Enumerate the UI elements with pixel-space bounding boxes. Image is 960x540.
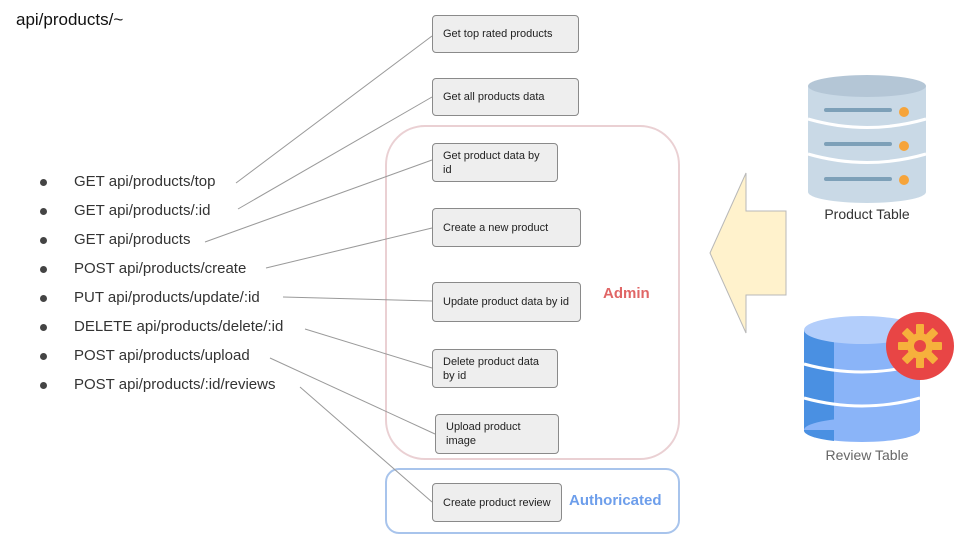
admin-group (385, 125, 680, 460)
action-box-top-rated: Get top rated products (432, 15, 579, 53)
action-box-delete-product: Delete product data by id (432, 349, 558, 388)
endpoint-item: GET api/products/:id (40, 199, 283, 228)
endpoint-item: POST api/products/:id/reviews (40, 373, 283, 402)
endpoint-label: POST api/products/create (74, 260, 247, 277)
endpoint-label: GET api/products/top (74, 173, 216, 190)
bullet (40, 353, 47, 360)
auth-group-label: Authoricated (569, 492, 662, 509)
bullet (40, 324, 47, 331)
inbound-arrow-icon (709, 172, 787, 334)
connector-all-to-by-id (204, 159, 433, 243)
authenticated-group (385, 468, 680, 534)
endpoint-item: DELETE api/products/delete/:id (40, 315, 283, 344)
product-table-label: Product Table (824, 206, 910, 222)
endpoint-item: POST api/products/upload (40, 344, 283, 373)
page-title: api/products/~ (16, 10, 124, 29)
endpoint-list: GET api/products/top GET api/products/:i… (40, 170, 283, 402)
endpoint-item: GET api/products/top (40, 170, 283, 199)
connector-update (282, 296, 433, 302)
endpoint-label: PUT api/products/update/:id (74, 289, 260, 306)
bullet (40, 382, 47, 389)
gear-icon (886, 312, 954, 380)
connector-review (299, 386, 433, 503)
action-box-create-product: Create a new product (432, 208, 581, 247)
endpoint-label: GET api/products/:id (74, 202, 211, 219)
endpoint-item: POST api/products/create (40, 257, 283, 286)
connector-top-rated (235, 35, 433, 184)
admin-group-label: Admin (603, 285, 650, 302)
connector-upload (269, 357, 436, 435)
bullet (40, 237, 47, 244)
endpoint-item: PUT api/products/update/:id (40, 286, 283, 315)
review-database-icon (803, 312, 954, 442)
review-table-label: Review Table (825, 447, 909, 463)
action-box-all-products: Get all products data (432, 78, 579, 116)
product-database-icon (807, 75, 927, 203)
bullet (40, 208, 47, 215)
connector-create (265, 227, 433, 269)
endpoint-label: POST api/products/upload (74, 347, 250, 364)
connector-by-id-to-all (237, 96, 433, 210)
action-box-create-review: Create product review (432, 483, 562, 522)
connector-delete (304, 328, 433, 369)
bullet (40, 179, 47, 186)
endpoint-label: DELETE api/products/delete/:id (74, 318, 284, 335)
action-box-upload-image: Upload product image (435, 414, 559, 454)
endpoint-label: GET api/products (74, 231, 191, 248)
endpoint-label: POST api/products/:id/reviews (74, 376, 276, 393)
action-box-update-product: Update product data by id (432, 282, 581, 322)
action-box-product-by-id: Get product data by id (432, 143, 558, 182)
bullet (40, 266, 47, 273)
endpoint-item: GET api/products (40, 228, 283, 257)
bullet (40, 295, 47, 302)
